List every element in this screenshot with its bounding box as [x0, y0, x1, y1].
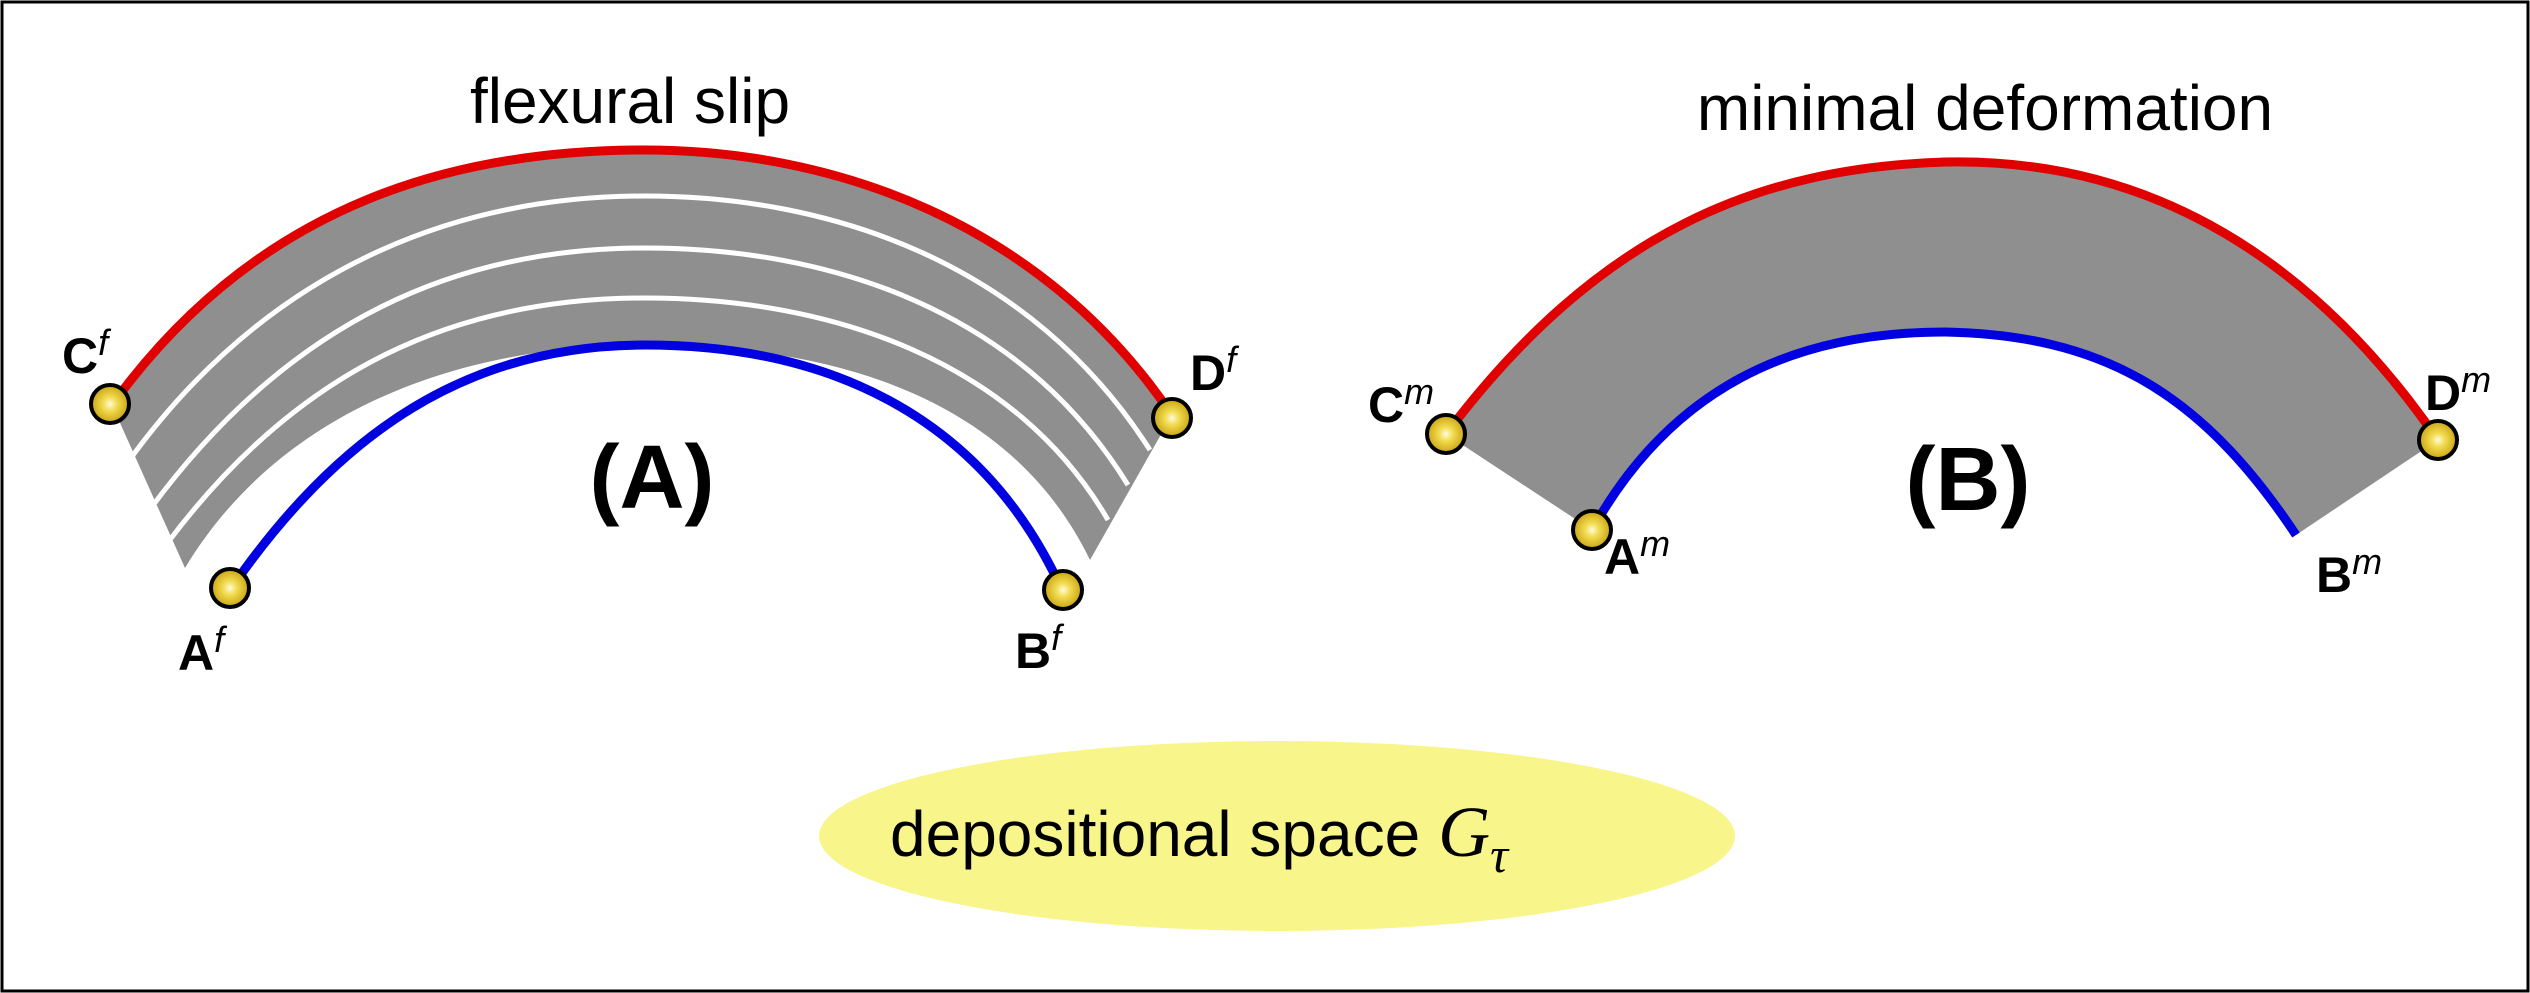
panel-b-label: (B) — [1906, 430, 2031, 530]
point-d-f — [1151, 397, 1193, 439]
panel-b-band — [1446, 161, 2438, 535]
panel-a-title: flexural slip — [470, 65, 790, 137]
panel-a-bottom-horizon — [226, 340, 1067, 593]
label-a-m: Am — [1604, 523, 1670, 585]
panel-a-top-horizon — [108, 145, 1176, 418]
panel-a: flexural slip (A) Cf Df Af Bf — [62, 65, 1240, 681]
point-c-f — [89, 383, 131, 425]
point-d-m — [2417, 419, 2459, 461]
label-d-m: Dm — [2425, 359, 2491, 421]
slip-surface-2 — [145, 245, 1131, 514]
slip-surface-3 — [163, 295, 1111, 547]
label-b-m: Bm — [2316, 541, 2382, 603]
label-c-m: Cm — [1368, 371, 1434, 433]
point-b-f — [1042, 569, 1084, 611]
panel-b-title: minimal deformation — [1697, 72, 2273, 144]
panel-a-label: (A) — [590, 428, 715, 528]
point-a-m — [1571, 509, 1613, 551]
panel-b-bottom-horizon — [1588, 327, 2300, 538]
point-a-f — [209, 567, 251, 609]
panel-b-top-horizon — [1442, 157, 2442, 443]
caption-ellipse — [819, 741, 1735, 931]
slip-surface-1 — [125, 193, 1153, 464]
panel-b: minimal deformation (B) Cm Dm Am Bm — [1368, 72, 2491, 603]
point-c-m — [1425, 413, 1467, 455]
